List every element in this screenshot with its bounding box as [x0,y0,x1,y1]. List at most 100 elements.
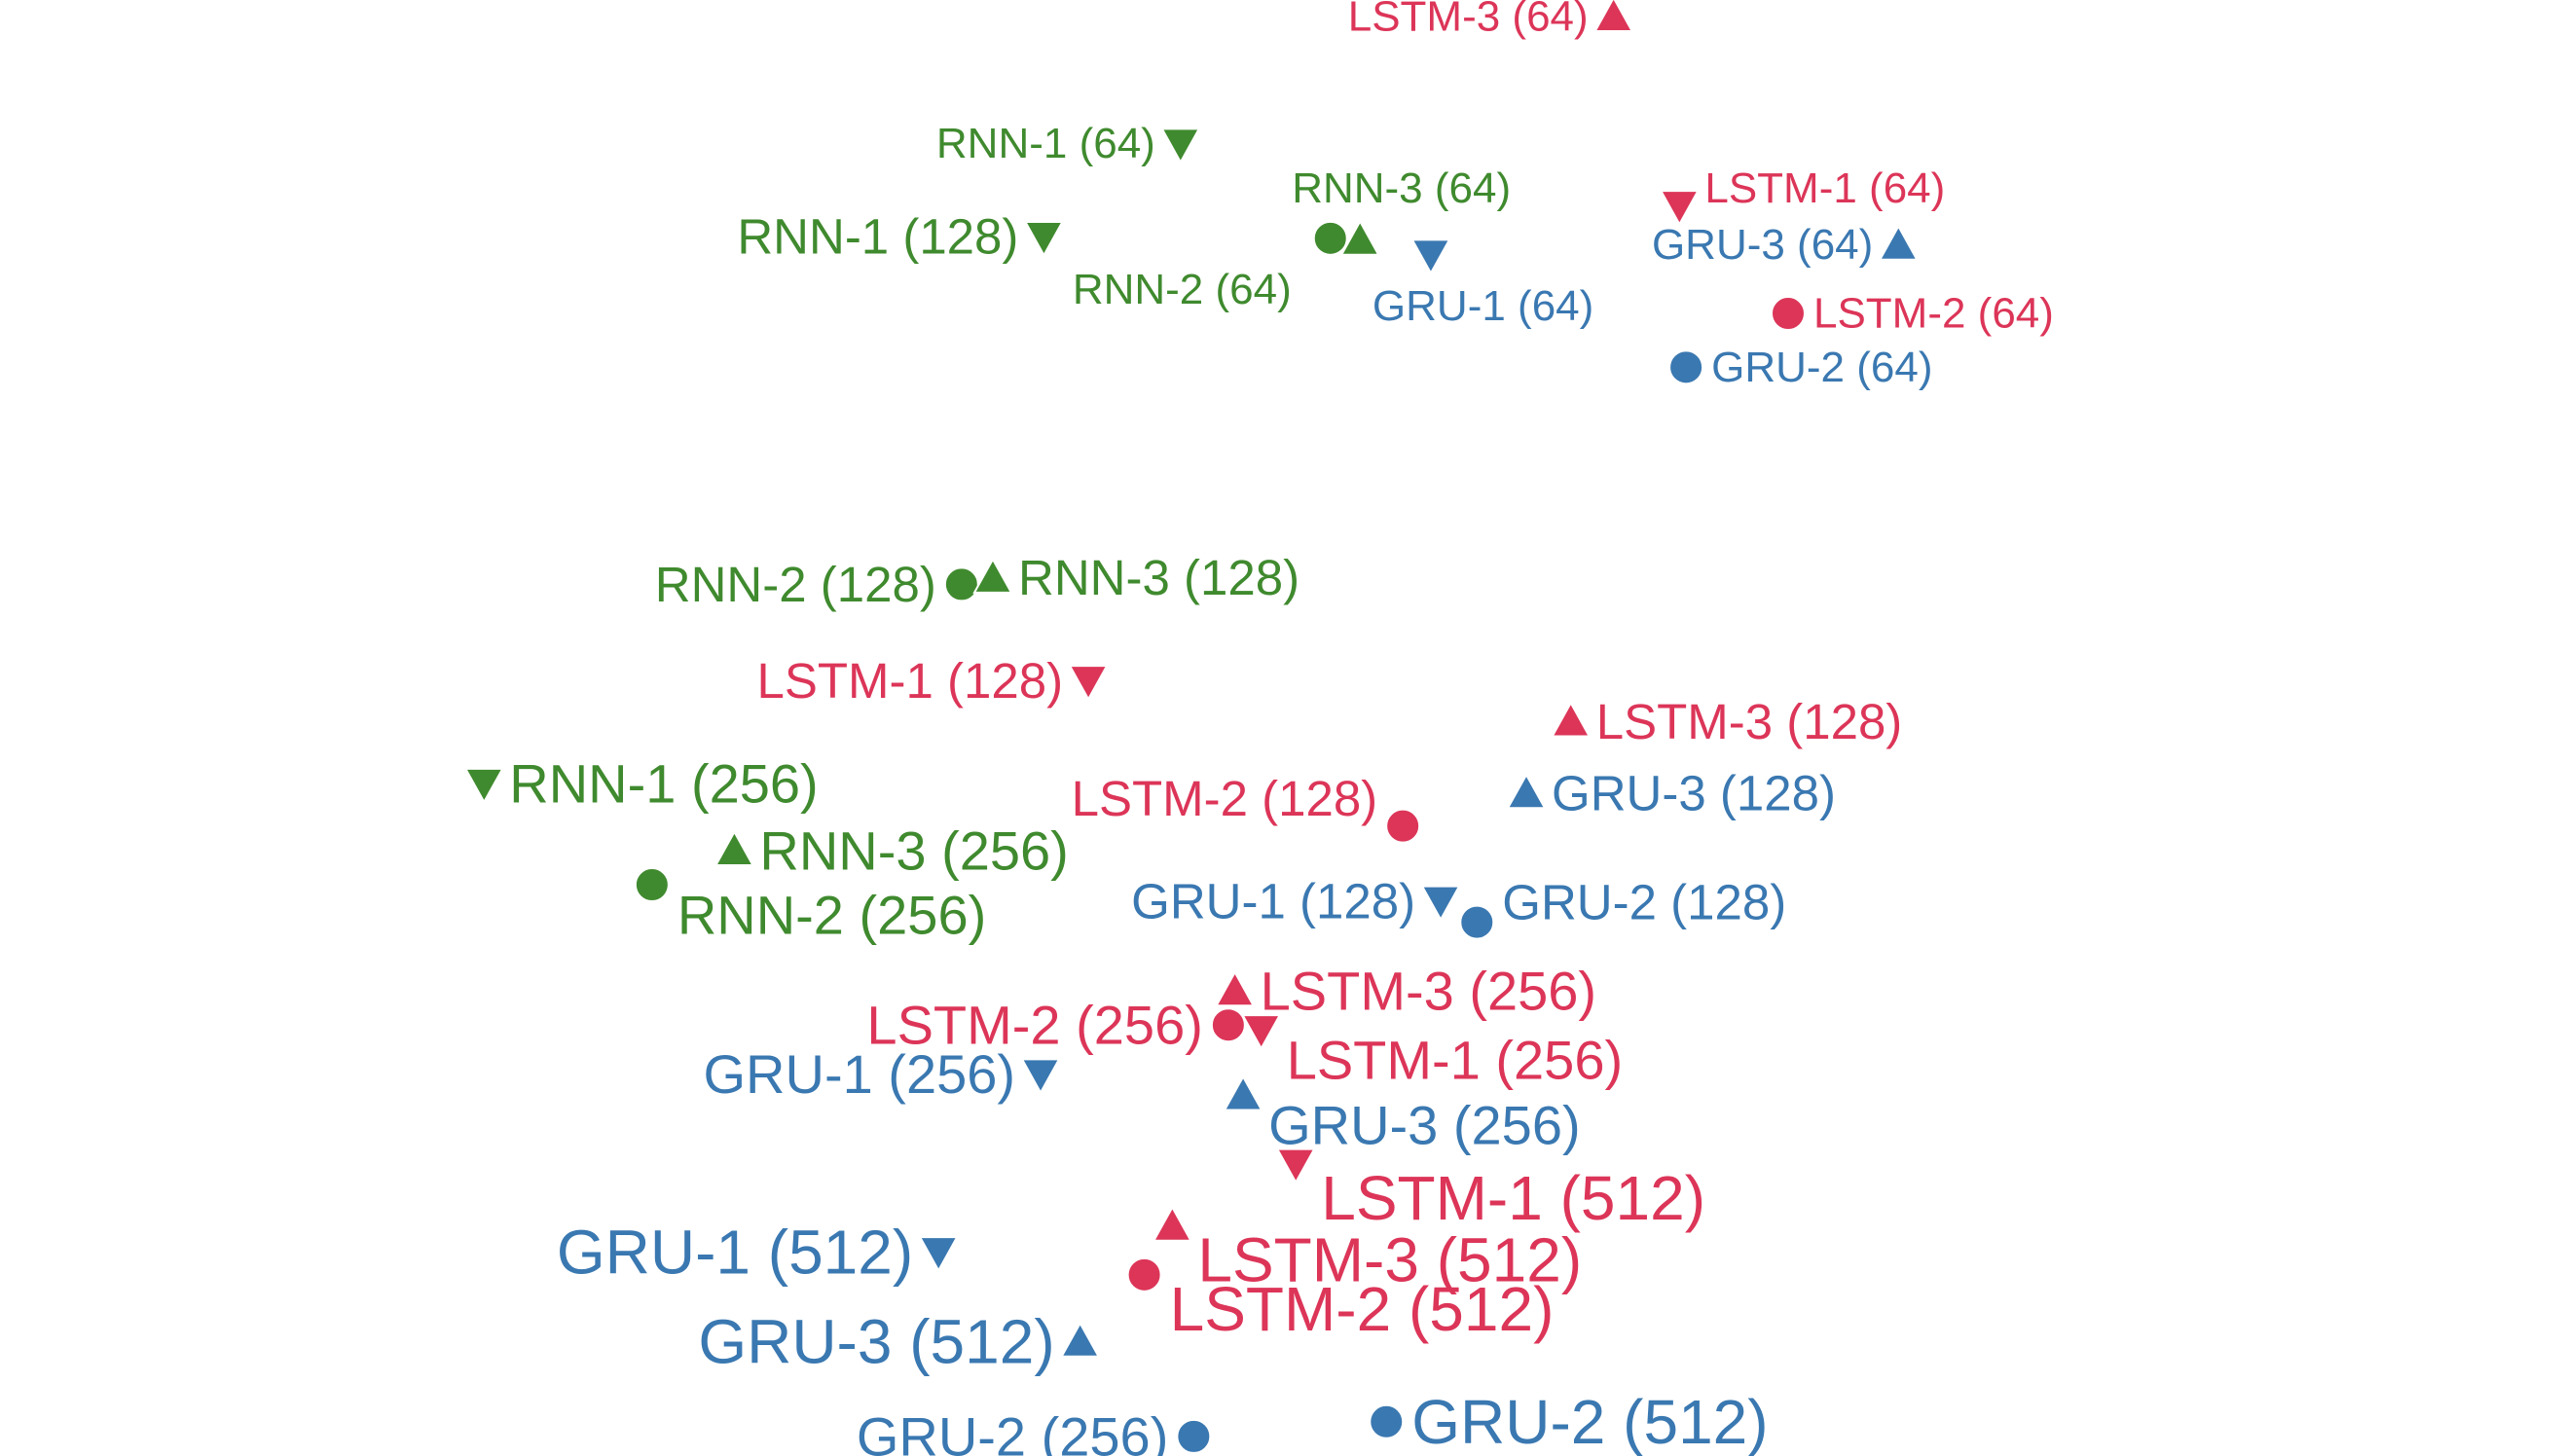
point-marker-triangle-down [918,1236,959,1273]
point-label: GRU-2 (128) [1502,875,1786,930]
data-point: LSTM-3 (64) [1348,0,1634,40]
point-label: RNN-3 (64) [1292,164,1511,212]
point-label: GRU-3 (512) [698,1307,1054,1377]
point-marker-triangle-down [1020,1058,1061,1095]
points-layer: LSTM-3 (64) RNN-1 (64) RNN-3 (64) RNN-1 (12… [463,0,2054,1456]
data-point: LSTM-1 (512) [1275,1147,1705,1233]
data-point: LSTM-1 (64) [1659,164,1945,227]
data-point: GRU-1 (128) [1131,873,1461,928]
point-label: GRU-1 (128) [1131,873,1415,928]
data-point: LSTM-3 (512) [1152,1205,1582,1295]
point-label: LSTM-3 (512) [1197,1225,1582,1295]
data-point: RNN-2 (64) [1073,220,1348,313]
data-point: GRU-3 (256) [1223,1074,1581,1156]
point-label: GRU-3 (128) [1552,766,1836,821]
data-point: GRU-1 (512) [557,1217,959,1287]
data-point: GRU-1 (64) [1372,238,1593,330]
data-point: RNN-2 (256) [634,867,986,945]
point-marker-triangle-up [1592,0,1634,32]
data-point: GRU-2 (64) [1668,344,1932,391]
point-label: RNN-1 (256) [509,753,818,815]
data-point: RNN-1 (128) [737,209,1065,265]
point-marker-triangle-down [1160,127,1201,164]
point-marker-circle [1312,220,1348,256]
point-marker-triangle-down [463,767,505,805]
point-marker-triangle-down [1275,1147,1316,1184]
point-marker-triangle-up [1214,969,1256,1007]
data-point: GRU-3 (64) [1652,221,1920,269]
data-point: LSTM-3 (128) [1551,694,1903,749]
data-point: LSTM-2 (512) [1126,1256,1555,1344]
data-point: GRU-2 (256) [857,1405,1212,1456]
point-marker-circle [634,867,670,903]
data-point: LSTM-2 (64) [1770,290,2054,338]
point-marker-triangle-up [1339,219,1380,256]
point-marker-circle [1459,904,1495,940]
point-marker-triangle-down [1023,220,1065,258]
point-marker-triangle-down [1241,1014,1282,1051]
point-label: GRU-1 (512) [557,1217,913,1287]
point-marker-circle [1210,1007,1246,1043]
point-marker-triangle-down [1659,190,1701,227]
point-label: RNN-2 (128) [655,557,936,612]
data-point: GRU-1 (256) [704,1043,1061,1105]
point-marker-circle [1369,1403,1405,1439]
point-marker-triangle-up [1551,701,1592,738]
point-label: LSTM-2 (64) [1813,290,2054,338]
data-point: GRU-3 (128) [1506,766,1836,821]
point-marker-triangle-up [1152,1205,1193,1242]
point-label: GRU-2 (256) [857,1405,1169,1456]
point-marker-triangle-up [1223,1074,1263,1111]
point-marker-triangle-down [1068,665,1109,702]
point-label: LSTM-2 (512) [1170,1274,1555,1344]
point-marker-triangle-up [1878,224,1920,261]
point-marker-circle [1385,808,1421,844]
point-marker-triangle-down [1410,238,1451,275]
point-label: LSTM-1 (64) [1704,164,1945,212]
point-label: LSTM-2 (128) [1072,771,1378,826]
point-label: LSTM-3 (256) [1261,961,1596,1022]
data-point: RNN-1 (64) [936,120,1201,167]
data-point: GRU-2 (512) [1369,1387,1769,1456]
data-point: LSTM-1 (256) [1241,1014,1623,1091]
point-label: LSTM-1 (128) [756,653,1063,709]
point-label: LSTM-3 (64) [1348,0,1589,40]
point-label: GRU-1 (64) [1372,282,1593,330]
point-label: RNN-2 (64) [1073,266,1292,313]
point-marker-triangle-down [1420,885,1461,922]
data-point: RNN-2 (128) [655,557,979,612]
point-marker-triangle-up [972,557,1013,594]
point-marker-triangle-up [714,829,755,866]
point-marker-triangle-up [1059,1321,1101,1358]
point-label: LSTM-2 (256) [866,995,1202,1056]
data-point: LSTM-1 (128) [756,653,1109,709]
data-point: RNN-3 (128) [972,550,1299,605]
point-marker-circle [943,566,979,602]
data-point: LSTM-2 (256) [866,995,1246,1056]
point-label: RNN-1 (64) [936,120,1155,167]
data-point: RNN-1 (256) [463,753,819,815]
point-marker-circle [1668,349,1704,385]
point-marker-circle [1770,296,1806,332]
data-point: LSTM-3 (256) [1214,961,1596,1022]
data-point: RNN-3 (256) [714,819,1069,881]
point-label: LSTM-1 (256) [1287,1030,1623,1091]
point-label: RNN-3 (128) [1018,550,1299,605]
point-label: GRU-2 (512) [1411,1387,1768,1456]
point-label: GRU-3 (64) [1652,221,1873,269]
point-label: GRU-1 (256) [704,1043,1016,1105]
data-point: RNN-3 (64) [1292,164,1511,256]
point-label: RNN-1 (128) [737,209,1018,265]
point-marker-circle [1126,1256,1162,1292]
point-label: GRU-3 (256) [1268,1095,1581,1156]
point-label: LSTM-1 (512) [1321,1163,1705,1233]
point-label: GRU-2 (64) [1711,344,1932,391]
data-point: GRU-2 (128) [1459,875,1786,940]
point-label: RNN-2 (256) [677,884,986,945]
data-point: GRU-3 (512) [698,1307,1101,1377]
point-label: RNN-3 (256) [759,819,1068,881]
data-point: LSTM-2 (128) [1072,771,1421,844]
point-label: LSTM-3 (128) [1596,694,1903,749]
